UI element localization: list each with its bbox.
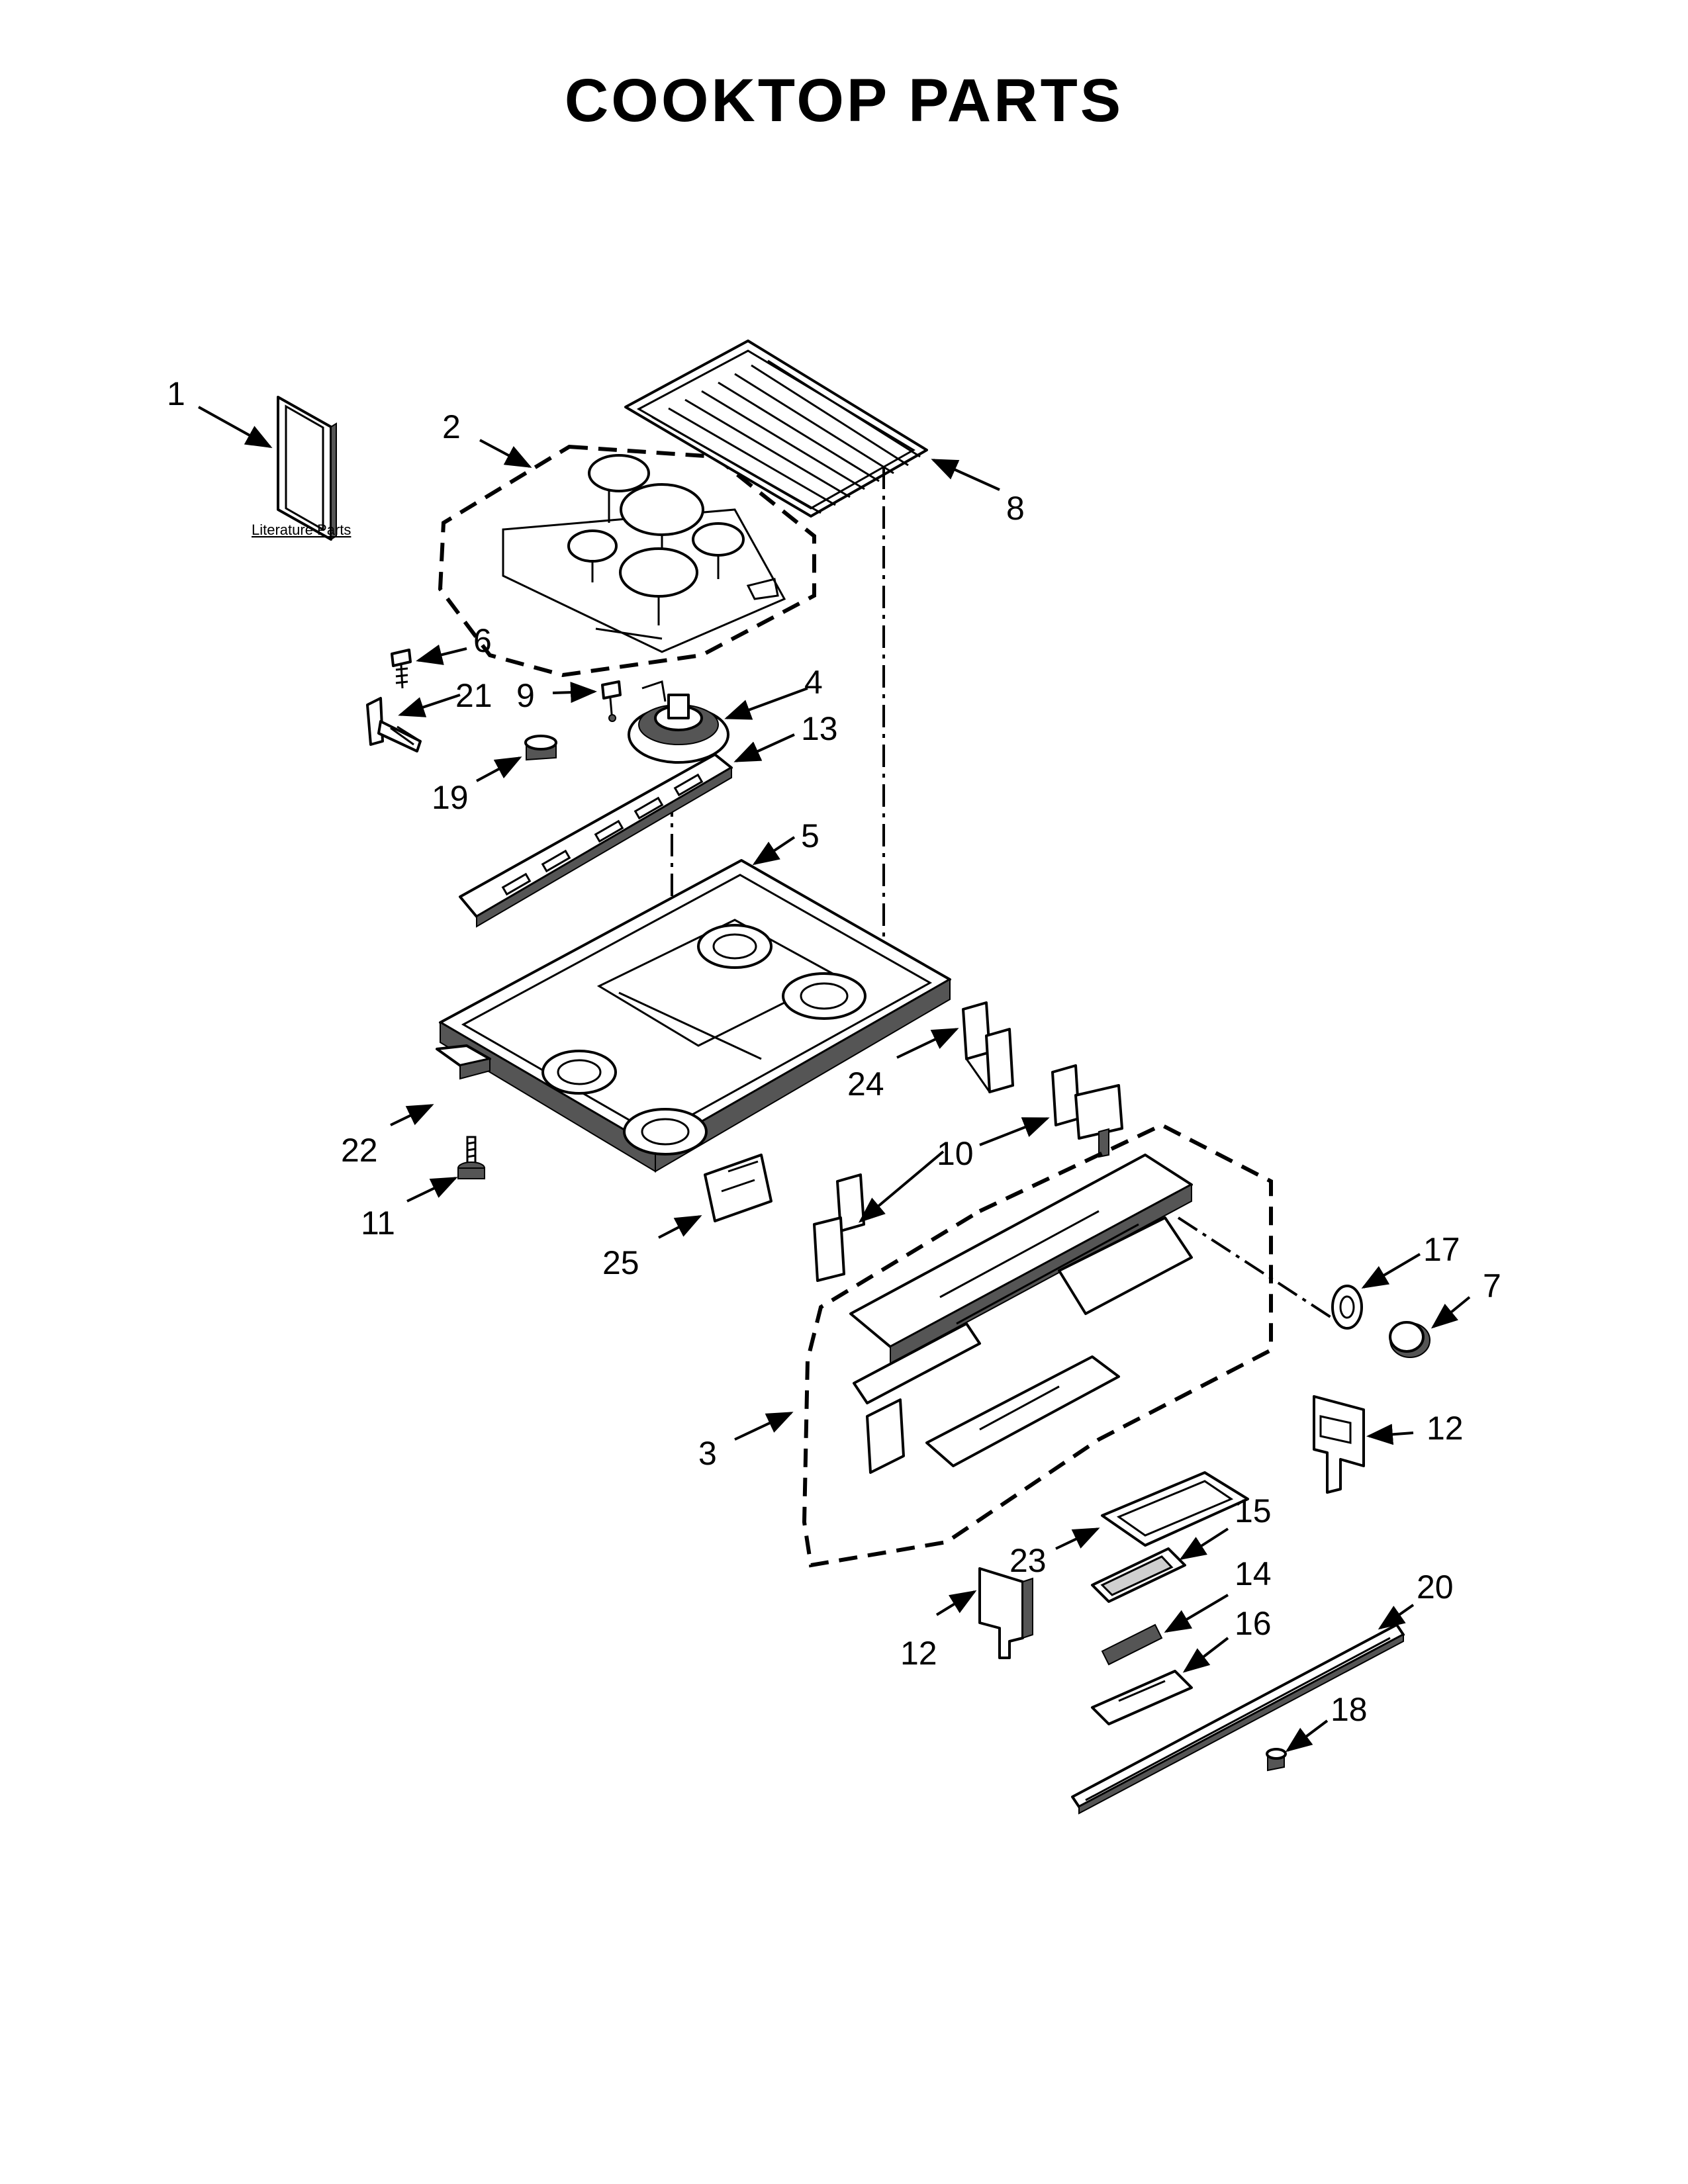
part-23-display-frame[interactable] [1101, 1471, 1249, 1547]
part-4-burner-base[interactable] [628, 680, 729, 764]
part-10-bracket-left[interactable] [813, 1173, 865, 1282]
part-18-clip[interactable] [1266, 1748, 1287, 1772]
part-1-literature-booklet[interactable] [277, 396, 337, 541]
burner-port-left-front [623, 1108, 708, 1156]
part-5-cooktop-pan[interactable] [439, 859, 951, 1173]
part-12-end-cap-right[interactable] [1313, 1395, 1365, 1494]
callout-12-left[interactable]: 12 [900, 1635, 937, 1672]
callout-22[interactable]: 22 [341, 1132, 378, 1169]
part-3-control-panel-group[interactable] [802, 1122, 1273, 1568]
callout-1[interactable]: 1 [167, 375, 185, 412]
callout-11[interactable]: 11 [361, 1205, 395, 1242]
burner-cap-small-left [567, 529, 618, 582]
part-2-burner-assembly-group[interactable] [438, 444, 816, 678]
part-14-keypad-board[interactable] [1101, 1623, 1163, 1666]
callout-17[interactable]: 17 [1423, 1231, 1460, 1268]
part-21-bracket[interactable] [366, 697, 422, 752]
part-15-control-board[interactable] [1091, 1547, 1186, 1603]
callout-3[interactable]: 3 [698, 1435, 717, 1472]
part-22-clip[interactable] [436, 1044, 491, 1080]
burner-port-left-back [541, 1050, 617, 1095]
part-25-panel[interactable] [704, 1154, 773, 1222]
part-24-bracket[interactable] [962, 1001, 1014, 1093]
burner-cap-large-bottom [619, 547, 698, 625]
callout-12-right[interactable]: 12 [1427, 1410, 1464, 1447]
callout-6[interactable]: 6 [473, 622, 492, 659]
leader-lines [198, 406, 1471, 1752]
literature-parts-label[interactable]: Literature Parts [252, 522, 351, 538]
page-title: COOKTOP PARTS [564, 67, 1124, 134]
part-20-trim-strip[interactable] [1071, 1623, 1405, 1815]
part-19-bumper[interactable] [524, 735, 557, 761]
callout-24[interactable]: 24 [847, 1066, 884, 1103]
burner-port-right-back [697, 924, 773, 969]
callout-25[interactable]: 25 [602, 1244, 639, 1281]
burner-cap-small-top [588, 454, 650, 523]
callout-13[interactable]: 13 [801, 710, 838, 747]
callout-labels: 1 2 8 6 21 9 4 13 19 5 22 11 25 24 10 3 … [167, 375, 1501, 1728]
part-8-grate[interactable] [624, 340, 928, 518]
burner-cap-large-top [620, 483, 704, 559]
callout-18[interactable]: 18 [1331, 1691, 1368, 1728]
callout-14[interactable]: 14 [1235, 1555, 1272, 1592]
part-13-manifold-bar[interactable] [459, 753, 733, 928]
part-12-end-cap-left[interactable] [978, 1567, 1033, 1659]
callout-5[interactable]: 5 [801, 817, 820, 854]
part-6-screw[interactable] [391, 649, 412, 689]
callout-8[interactable]: 8 [1006, 490, 1025, 527]
part-17-knob-bezel[interactable] [1331, 1285, 1363, 1330]
burner-port-right-front [782, 972, 867, 1020]
callout-10-upper[interactable]: 10 [937, 1135, 974, 1172]
callout-7[interactable]: 7 [1483, 1267, 1501, 1304]
part-9-electrode[interactable] [601, 680, 622, 722]
burner-cap-small-right [692, 522, 745, 579]
callout-15[interactable]: 15 [1235, 1492, 1272, 1529]
part-10-bracket-right[interactable] [1051, 1064, 1123, 1158]
part-16-mounting-plate[interactable] [1091, 1670, 1193, 1725]
callout-16[interactable]: 16 [1235, 1605, 1272, 1642]
part-11-leveling-leg[interactable] [457, 1136, 485, 1179]
callout-23[interactable]: 23 [1009, 1542, 1047, 1579]
callout-9[interactable]: 9 [516, 677, 535, 714]
alignment-line-knob [1177, 1216, 1332, 1318]
callout-2[interactable]: 2 [442, 408, 461, 445]
callout-21[interactable]: 21 [455, 677, 492, 714]
part-7-knob[interactable] [1389, 1321, 1430, 1358]
callout-4[interactable]: 4 [804, 664, 823, 701]
callout-19[interactable]: 19 [432, 779, 469, 816]
callout-20[interactable]: 20 [1417, 1569, 1454, 1606]
